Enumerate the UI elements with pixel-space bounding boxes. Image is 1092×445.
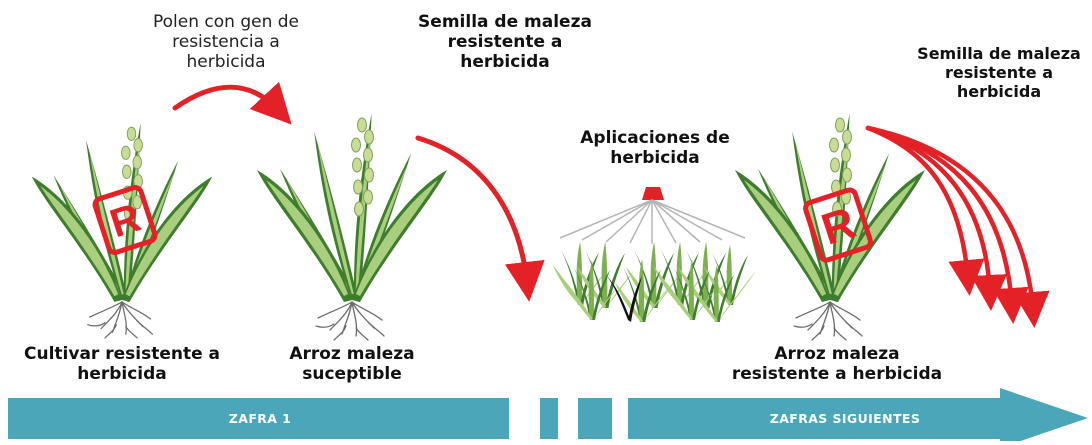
following-seasons-label: ZAFRAS SIGUIENTES bbox=[769, 411, 921, 426]
seed-dispersal-arrow-1 bbox=[415, 135, 545, 302]
pollen-flow-arrow bbox=[172, 81, 292, 125]
pollen-label: Polen con gen de resistencia a herbicida bbox=[152, 12, 299, 72]
crop-label: Cultivar resistente a herbicida bbox=[24, 344, 220, 384]
herbicide-sprayer bbox=[559, 187, 746, 244]
timeline-band bbox=[8, 388, 1088, 445]
season-1-label: ZAFRA 1 bbox=[228, 411, 292, 426]
dead-weed-plant bbox=[606, 275, 642, 322]
seed-label-1: Semilla de maleza resistente a herbicida bbox=[418, 12, 592, 72]
applications-label: Aplicaciones de herbicida bbox=[580, 128, 730, 168]
gap-segment-1 bbox=[540, 398, 558, 439]
seed-label-2: Semilla de maleza resistente a herbicida bbox=[917, 44, 1081, 101]
seed-dispersal-arrows-2 bbox=[865, 125, 1050, 328]
sprayed-rice-field bbox=[552, 242, 756, 322]
season-1-band bbox=[8, 398, 509, 439]
susceptible-weed-plant bbox=[257, 113, 447, 340]
gap-segment-2 bbox=[578, 398, 612, 439]
resistant-weed-label: Arroz maleza resistente a herbicida bbox=[731, 344, 943, 384]
susceptible-weed-label: Arroz maleza suceptible bbox=[289, 344, 415, 384]
following-seasons-arrow bbox=[628, 388, 1088, 445]
